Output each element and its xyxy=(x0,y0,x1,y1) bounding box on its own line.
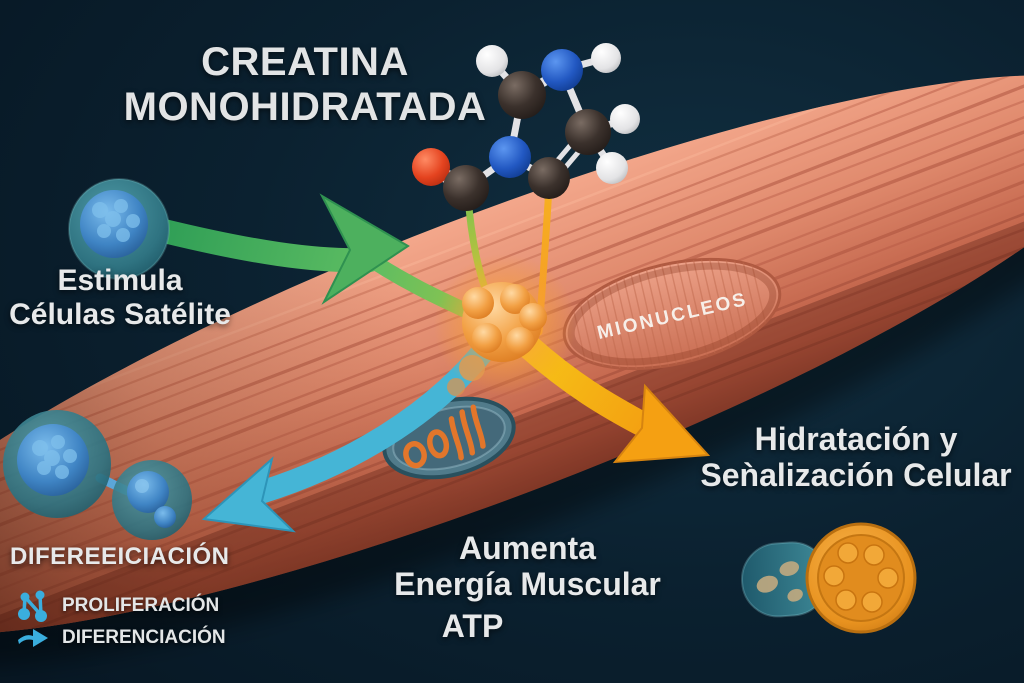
differentiation-row: DIFERENCIACIÓN xyxy=(16,621,226,655)
carbon-atom xyxy=(528,157,570,199)
carbon-atom xyxy=(498,71,546,119)
atp-label: ATP xyxy=(441,607,504,644)
muscle-energy-label: Aumenta Energía Muscular ATP xyxy=(375,530,680,644)
page-title: CREATINA MONOHIDRATADA xyxy=(100,40,510,130)
satellite-label-line-1: Estimula xyxy=(57,264,183,297)
proliferation-branch-icon xyxy=(18,590,47,622)
proliferation-row: PROLIFERACIÓN xyxy=(16,589,219,623)
title-line-1: CREATINA xyxy=(201,40,409,84)
satellite-label-line-2: Células Satélite xyxy=(9,297,231,331)
energy-label-line-1: Aumenta xyxy=(459,530,596,566)
hydrated-cell-disc-icon xyxy=(805,522,917,634)
creatine-molecule xyxy=(412,43,640,211)
hydrogen-atom xyxy=(476,45,508,77)
satellite-cell xyxy=(68,178,170,280)
carbon-atom xyxy=(443,165,489,211)
hydration-signaling-label: Hidratación y Seǹalización Celular xyxy=(688,421,1024,494)
dividing-cells xyxy=(3,410,192,540)
hydration-label-line-2: Seǹalización Celular xyxy=(700,456,1012,493)
energy-label-line-2: Energía Muscular xyxy=(394,565,661,602)
hydrogen-atom xyxy=(610,104,640,134)
differentiation-heading: DIFEREEICIACIÓN xyxy=(10,543,230,570)
carbon-atom xyxy=(565,109,611,155)
nitrogen-atom xyxy=(489,136,531,178)
hydration-label-line-1: Hidratación y xyxy=(754,421,958,457)
creatine-capsule-icon xyxy=(741,541,830,618)
absorption-glow xyxy=(410,230,600,420)
hydrogen-atom xyxy=(591,43,621,73)
differentiation-label: DIFERENCIACIÓN xyxy=(62,627,226,648)
hydrogen-atom xyxy=(596,152,628,184)
oxygen-atom xyxy=(412,148,450,186)
differentiation-arrow-icon xyxy=(18,629,48,647)
nitrogen-atom xyxy=(541,49,583,91)
title-line-2: MONOHIDRATADA xyxy=(123,84,487,129)
proliferation-label: PROLIFERACIÓN xyxy=(62,595,220,616)
satellite-cells-label: Estimula Células Satélite xyxy=(0,264,245,331)
